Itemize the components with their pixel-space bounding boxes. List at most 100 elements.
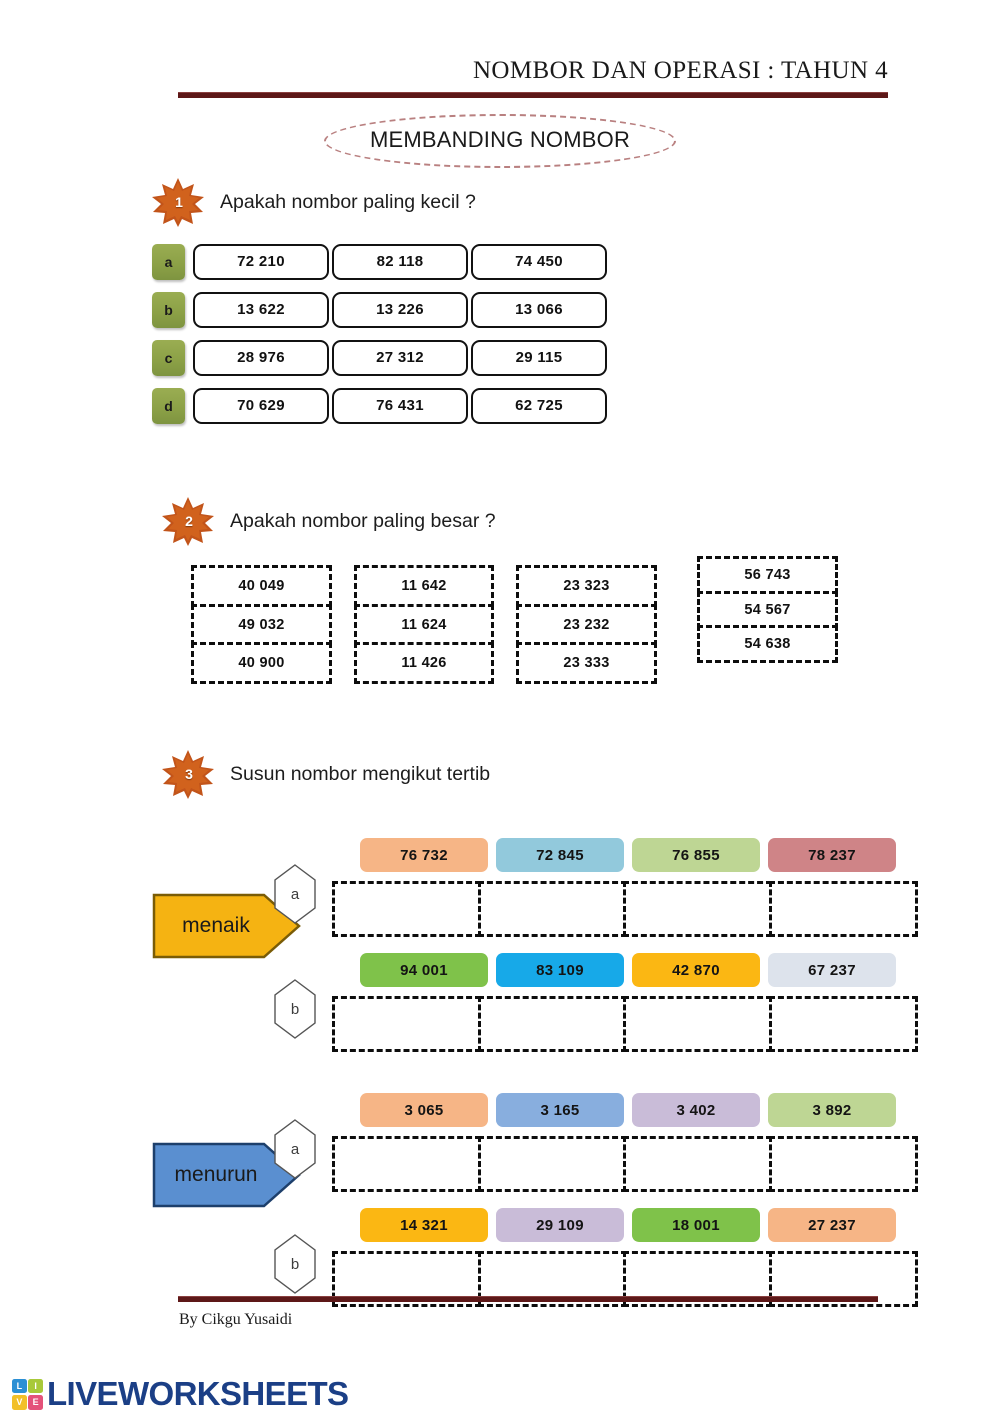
answer-drop-slot[interactable] [623, 996, 772, 1052]
hexagon-icon [274, 864, 316, 924]
direction-arrow-label: menurun [174, 1163, 258, 1186]
number-option[interactable]: 56 743 [697, 556, 838, 594]
answer-drop-slot[interactable] [477, 1136, 627, 1192]
number-option[interactable]: 11 426 [354, 642, 494, 684]
answer-drop-slot[interactable] [623, 1136, 772, 1192]
logo-letter-e: E [28, 1394, 43, 1410]
header-divider [178, 92, 888, 98]
answer-drop-slot[interactable] [768, 881, 918, 937]
logo-letter-i: I [28, 1378, 43, 1394]
row-label-badge-c: c [152, 339, 185, 376]
row-letter-hexagon: b [272, 978, 318, 1040]
number-option[interactable]: 70 629 [193, 387, 329, 424]
number-token[interactable]: 67 237 [768, 953, 896, 987]
leaf-icon: 3 [160, 748, 216, 800]
number-option[interactable]: 11 642 [354, 565, 494, 607]
number-token[interactable]: 3 892 [768, 1093, 896, 1127]
page-title: NOMBOR DAN OPERASI : TAHUN 4 [472, 57, 888, 84]
number-token[interactable]: 83 109 [496, 953, 624, 987]
number-option[interactable]: 54 638 [697, 625, 838, 663]
answer-drop-slot[interactable] [332, 881, 481, 937]
number-option[interactable]: 13 226 [332, 291, 468, 328]
number-token[interactable]: 18 001 [632, 1208, 760, 1242]
number-option[interactable]: 23 323 [516, 565, 657, 607]
answer-drop-slot[interactable] [768, 996, 918, 1052]
row-letter: b [290, 1000, 300, 1018]
number-token[interactable]: 76 732 [360, 838, 488, 872]
answer-drop-slot[interactable] [332, 996, 481, 1052]
hexagon-icon [274, 1234, 316, 1294]
question-3-prompt: Susun nombor mengikut tertib [230, 762, 491, 785]
number-token[interactable]: 3 165 [496, 1093, 624, 1127]
number-token[interactable]: 76 855 [632, 838, 760, 872]
page-header: NOMBOR DAN OPERASI : TAHUN 4 MEMBANDING … [0, 0, 1000, 168]
number-token[interactable]: 3 402 [632, 1093, 760, 1127]
row-letter: a [290, 1140, 300, 1158]
number-option[interactable]: 40 900 [191, 642, 332, 684]
answer-drop-slot[interactable] [477, 996, 627, 1052]
question-3-header: 3 Susun nombor mengikut tertib [0, 748, 1000, 800]
number-token[interactable]: 42 870 [632, 953, 760, 987]
number-token[interactable]: 72 845 [496, 838, 624, 872]
number-token[interactable]: 14 321 [360, 1208, 488, 1242]
number-option[interactable]: 40 049 [191, 565, 332, 607]
number-token[interactable]: 3 065 [360, 1093, 488, 1127]
answer-drop-slot[interactable] [623, 881, 772, 937]
question-3-section: 3 Susun nombor mengikut tertib menaik a 76… [0, 748, 1000, 1307]
number-option[interactable]: 54 567 [697, 590, 838, 629]
liveworksheets-wordmark: LIVEWORKSHEETS [47, 1375, 349, 1412]
number-option[interactable]: 74 450 [471, 243, 607, 280]
arrow-shape-icon [152, 893, 301, 959]
row-letter: a [290, 885, 300, 903]
number-option[interactable]: 28 976 [193, 339, 329, 376]
number-option[interactable]: 13 622 [193, 291, 329, 328]
number-option[interactable]: 62 725 [471, 387, 607, 424]
number-token[interactable]: 29 109 [496, 1208, 624, 1242]
leaf-icon: 2 [160, 495, 216, 547]
topic-badge: MEMBANDING NOMBOR [323, 114, 677, 168]
row-label-badge-b: b [152, 291, 185, 328]
direction-arrow-label: menaik [182, 914, 250, 937]
direction-arrow-menurun: menurun [152, 1140, 302, 1210]
question-2-prompt: Apakah nombor paling besar ? [230, 509, 496, 532]
answer-row [332, 881, 918, 937]
hexagon-icon [274, 979, 316, 1039]
number-option[interactable]: 82 118 [332, 243, 468, 280]
leaf-number: 2 [185, 513, 193, 529]
arrow-shape-icon [152, 1142, 301, 1208]
number-option[interactable]: 23 232 [516, 603, 657, 646]
answer-drop-slot[interactable] [768, 1136, 918, 1192]
number-option[interactable]: 29 115 [471, 339, 607, 376]
hexagon-icon [274, 1119, 316, 1179]
logo-letter-l: L [12, 1378, 27, 1394]
number-option[interactable]: 13 066 [471, 291, 607, 328]
number-option[interactable]: 27 312 [332, 339, 468, 376]
number-option[interactable]: 11 624 [354, 603, 494, 646]
number-option[interactable]: 76 431 [332, 387, 468, 424]
number-token[interactable]: 27 237 [768, 1208, 896, 1242]
question-2-header: 2 Apakah nombor paling besar ? [0, 495, 1000, 547]
row-letter-hexagon: a [272, 1118, 318, 1180]
number-option[interactable]: 72 210 [193, 243, 329, 280]
answer-drop-slot[interactable] [477, 881, 627, 937]
leaf-icon: 1 [150, 176, 206, 228]
number-option[interactable]: 49 032 [191, 603, 332, 646]
row-letter-hexagon: b [272, 1233, 318, 1295]
number-token[interactable]: 94 001 [360, 953, 488, 987]
author-byline: By Cikgu Yusaidi [179, 1311, 293, 1328]
answer-drop-slot[interactable] [332, 1136, 481, 1192]
answer-row [332, 996, 918, 1052]
row-letter-hexagon: a [272, 863, 318, 925]
number-token[interactable]: 78 237 [768, 838, 896, 872]
number-option[interactable]: 23 333 [516, 642, 657, 684]
